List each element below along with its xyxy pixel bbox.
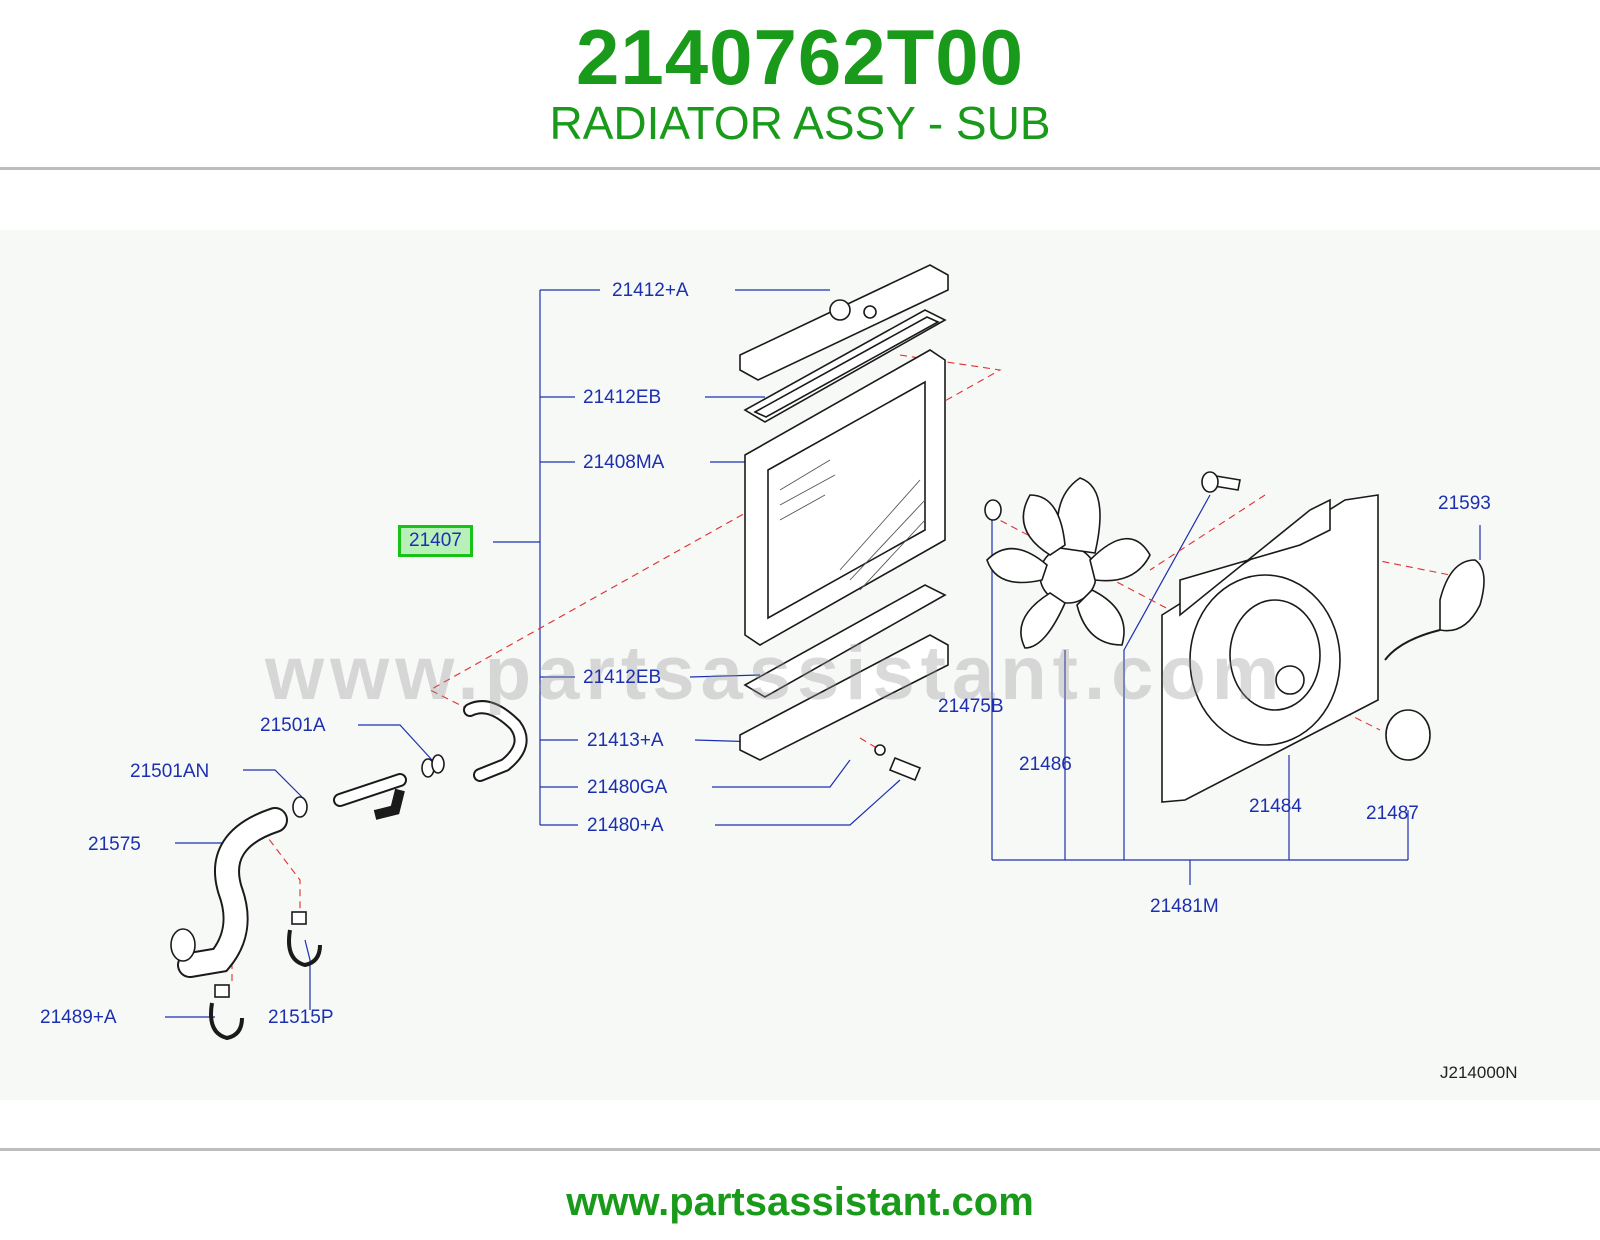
fan-parts	[984, 471, 1485, 803]
diagram-code: J214000N	[1440, 1063, 1518, 1082]
page-header: 2140762T00 RADIATOR ASSY - SUB	[0, 0, 1600, 168]
callout-21501AN[interactable]: 21501AN	[130, 761, 210, 782]
footer-url[interactable]: www.partsassistant.com	[566, 1180, 1034, 1224]
callout-21480A[interactable]: 21480+A	[587, 815, 664, 836]
callout-21515P[interactable]: 21515P	[268, 1007, 334, 1028]
lower-tank-shape	[739, 634, 949, 761]
callout-21480GA[interactable]: 21480GA	[587, 777, 668, 798]
header-divider	[0, 167, 1600, 170]
callout-21486[interactable]: 21486	[1019, 754, 1072, 775]
watermark: www.partsassistant.com	[265, 631, 1286, 716]
callout-21489A[interactable]: 21489+A	[40, 1007, 117, 1028]
upper-tank-shape	[739, 264, 949, 381]
callout-21484[interactable]: 21484	[1249, 796, 1302, 817]
callout-21481M[interactable]: 21481M	[1150, 896, 1219, 917]
radiator-parts	[170, 264, 949, 1041]
callout-21593[interactable]: 21593	[1438, 493, 1491, 514]
callout-21407-highlighted[interactable]: 21407	[398, 525, 473, 557]
parts-diagram: www.partsassistant.com 21412+A 21412EB 2…	[0, 170, 1600, 1170]
footer-divider	[0, 1148, 1600, 1151]
callout-21501A[interactable]: 21501A	[260, 715, 326, 736]
leader-lines	[165, 289, 1481, 1018]
callout-21412EB-top[interactable]: 21412EB	[583, 387, 662, 408]
callout-21408MA[interactable]: 21408MA	[583, 452, 665, 473]
fan-motor-shape	[1385, 709, 1431, 761]
callout-21487[interactable]: 21487	[1366, 803, 1419, 824]
callout-21475B[interactable]: 21475B	[938, 696, 1004, 717]
diagram-drawing	[0, 230, 1600, 1100]
callout-21575[interactable]: 21575	[88, 834, 141, 855]
connector-shape	[1439, 559, 1485, 632]
part-number-title: 2140762T00	[575, 13, 1025, 101]
part-name-subtitle: RADIATOR ASSY - SUB	[549, 97, 1051, 149]
callout-21412A[interactable]: 21412+A	[612, 280, 689, 301]
callout-21412EB-bottom[interactable]: 21412EB	[583, 667, 662, 688]
callout-21413A[interactable]: 21413+A	[587, 730, 664, 751]
